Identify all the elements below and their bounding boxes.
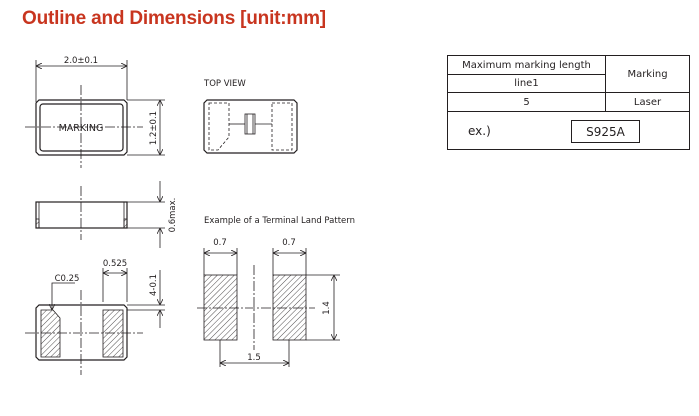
example-marking-box: S925A: [571, 120, 640, 143]
land-width-right-label: 0.7: [282, 238, 296, 248]
land-width-left-label: 0.7: [213, 238, 227, 248]
chamfer-label: C0.25: [55, 274, 80, 284]
land-height-label: 1.4: [322, 301, 332, 315]
width-dimension-label: 2.0±0.1: [64, 56, 98, 66]
top-outline-view: [25, 60, 165, 168]
land-pattern-title: Example of a Terminal Land Pattern: [204, 216, 355, 226]
pad-width-label: 0.525: [103, 259, 127, 269]
length-value: 5: [448, 93, 606, 112]
marking-value: Laser: [606, 93, 689, 112]
marking-label: MARKING: [59, 123, 104, 134]
side-view: [35, 181, 165, 248]
header-line1: line1: [448, 75, 606, 93]
page-title: Outline and Dimensions [unit:mm]: [22, 8, 326, 29]
header-max-length: Maximum marking length: [448, 56, 606, 75]
top-view-label: TOP VIEW: [203, 79, 246, 89]
thickness-dimension-label: 0.6max.: [168, 198, 178, 233]
height-dimension-label: 1.2±0.1: [149, 111, 159, 145]
land-pattern: [197, 248, 340, 367]
top-view: [203, 99, 298, 154]
example-label: ex.): [468, 124, 491, 138]
marking-table: Maximum marking length line1 Marking 5 L…: [447, 55, 690, 150]
bottom-view: [25, 268, 165, 375]
pad-gap-label: 4-0.1: [149, 274, 159, 296]
header-marking: Marking: [606, 56, 689, 93]
land-pitch-label: 1.5: [247, 353, 261, 363]
